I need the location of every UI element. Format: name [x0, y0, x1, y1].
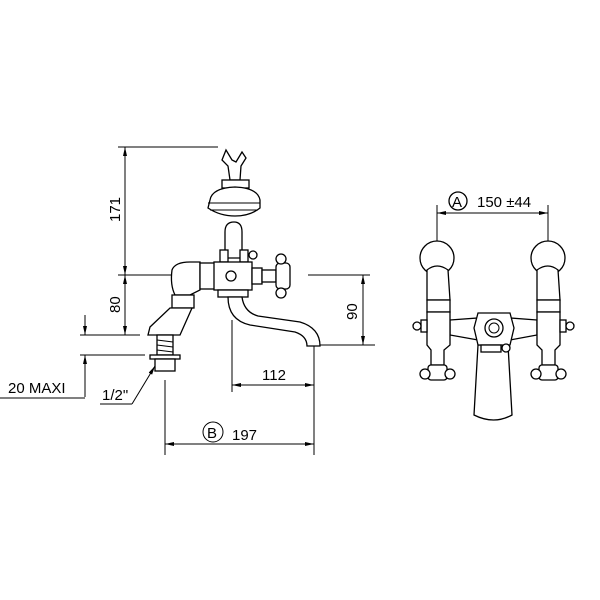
dim-90-lines: [308, 274, 375, 346]
front-view: A 150 ±44: [412, 191, 575, 421]
dim-197-lines: [164, 380, 314, 455]
thread-size-label: 1/2": [102, 387, 128, 404]
faucet-side-drawing: [147, 148, 321, 372]
front-diverter-knob: [501, 343, 511, 353]
ref-b-label: B: [207, 425, 217, 442]
spout-collar: [217, 289, 249, 298]
spout: [227, 296, 321, 347]
front-spout: [473, 344, 513, 421]
ref-b-circle: [202, 421, 224, 443]
dim-112-label: 112: [262, 367, 286, 384]
shower-hook: [221, 148, 247, 181]
faucet-front-drawing: [412, 240, 575, 421]
left-valve: [412, 240, 456, 381]
base-cone: [147, 307, 194, 336]
dim-90-label: 90: [344, 303, 361, 320]
dim-deck-lines: [0, 315, 87, 399]
nut: [199, 262, 216, 290]
dim-171-lines: [80, 146, 218, 356]
dim-197-label: 197: [232, 427, 257, 444]
side-view: 171 80 20 MAXI 1/2" 90 112: [0, 146, 375, 455]
thread-arrow: [131, 365, 156, 405]
ref-a-circle: [448, 191, 468, 211]
cross-handle: [275, 262, 291, 290]
fixing-nut: [154, 358, 176, 372]
shower-hose: [224, 221, 243, 259]
shower-head: [207, 186, 261, 217]
dim-80-label: 80: [107, 296, 124, 313]
dim-112-lines: [231, 320, 315, 455]
ref-a-label: A: [452, 194, 462, 211]
elbow: [170, 261, 201, 296]
dim-150-label: 150 ±44: [477, 194, 531, 211]
dim-171-label: 171: [107, 197, 124, 222]
union-nut: [171, 294, 195, 309]
right-valve: [530, 240, 575, 381]
diverter-knob: [248, 250, 258, 260]
dim-deck-label: 20 MAXI: [8, 380, 66, 397]
